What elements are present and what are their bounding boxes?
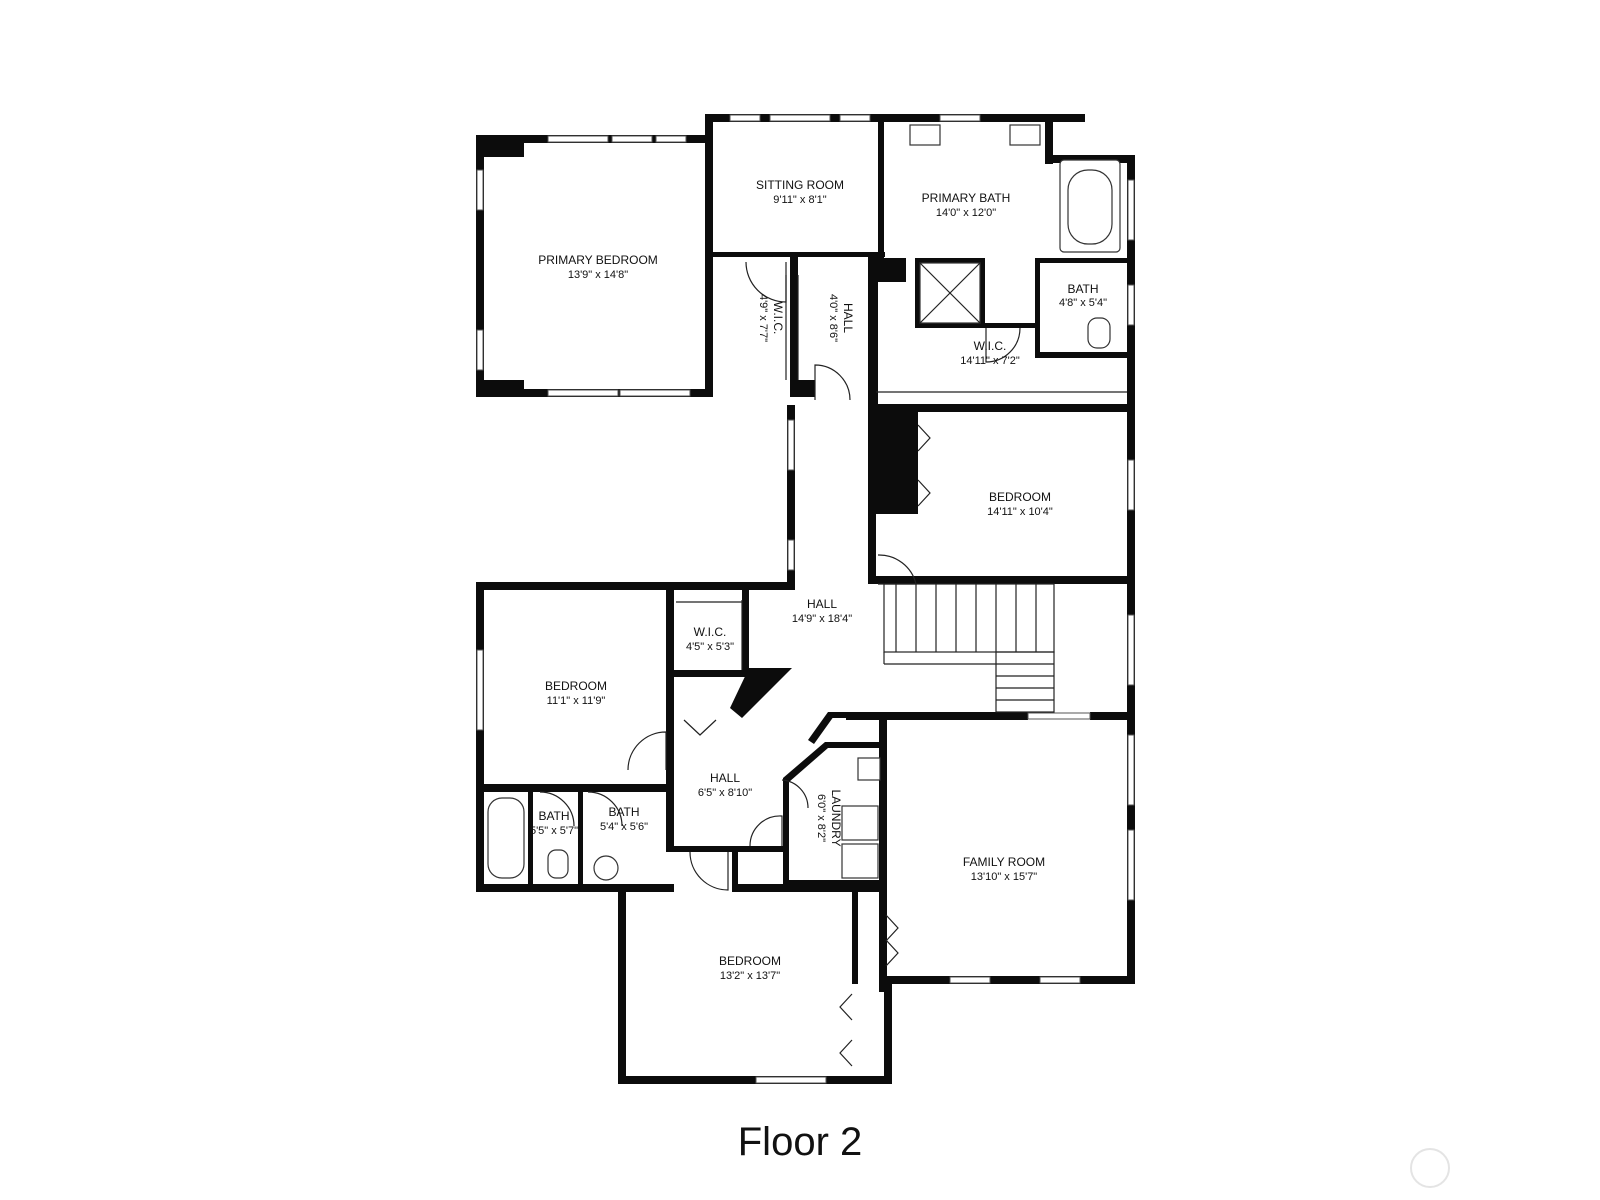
windows: [476, 114, 1135, 1084]
room-name-wic-primary-right: W.I.C.: [974, 339, 1007, 353]
room-dim-bath-primary-small: 4'8" x 5'4": [1059, 297, 1107, 309]
room-dim-bath-right: 5'4" x 5'6": [600, 821, 648, 833]
room-dim-sitting-room: 9'11" x 8'1": [773, 194, 826, 206]
room-name-wic-primary-left: W.I.C.: [771, 302, 785, 335]
room-name-bedroom-east: BEDROOM: [989, 490, 1051, 504]
room-dim-bedroom-south: 13'2" x 13'7": [720, 970, 780, 982]
room-name-sitting-room: SITTING ROOM: [756, 178, 844, 192]
room-dim-hall-upper: 4'0" x 8'6": [827, 294, 839, 342]
room-dim-primary-bedroom: 13'9" x 14'8": [568, 269, 628, 281]
room-dim-laundry: 6'0" x 8'2": [815, 794, 827, 842]
room-dim-wic-primary-left: 4'9" x 7'7": [757, 294, 769, 342]
fixtures: [487, 124, 1127, 881]
room-name-hall-main: HALL: [807, 597, 837, 611]
room-name-family-room: FAMILY ROOM: [963, 855, 1045, 869]
room-dim-bedroom-west: 11'1" x 11'9": [547, 695, 606, 707]
room-name-primary-bath: PRIMARY BATH: [922, 191, 1011, 205]
room-name-hall-upper: HALL: [841, 303, 855, 333]
room-dim-wic-primary-right: 14'11" x 7'2": [960, 355, 1020, 367]
watermark-logo: [1410, 1148, 1450, 1188]
room-name-bedroom-south: BEDROOM: [719, 954, 781, 968]
room-dim-hall-lower: 6'5" x 8'10": [698, 787, 752, 799]
room-name-primary-bedroom: PRIMARY BEDROOM: [538, 253, 658, 267]
room-name-hall-lower: HALL: [710, 771, 740, 785]
room-name-bath-right: BATH: [608, 805, 639, 819]
room-name-bath-primary-small: BATH: [1067, 282, 1098, 296]
walls: [476, 114, 1135, 1084]
staircase: [883, 583, 1055, 713]
room-dim-wic-small: 4'5" x 5'3": [686, 641, 734, 653]
floor-title: Floor 2: [737, 1120, 863, 1164]
room-dim-bedroom-east: 14'11" x 10'4": [987, 506, 1053, 518]
room-labels: SITTING ROOM 9'11" x 8'1" PRIMARY BATH 1…: [530, 178, 1107, 982]
room-name-wic-small: W.I.C.: [694, 625, 727, 639]
room-name-laundry: LAUNDRY: [829, 789, 843, 846]
room-dim-hall-main: 14'9" x 18'4": [792, 613, 852, 625]
room-name-bedroom-west: BEDROOM: [545, 679, 607, 693]
room-dim-primary-bath: 14'0" x 12'0": [936, 207, 996, 219]
room-name-bath-left: BATH: [538, 809, 569, 823]
doors: [539, 261, 1021, 1067]
room-dim-bath-left: 5'5" x 5'7": [530, 825, 578, 837]
room-dim-family-room: 13'10" x 15'7": [971, 871, 1038, 883]
